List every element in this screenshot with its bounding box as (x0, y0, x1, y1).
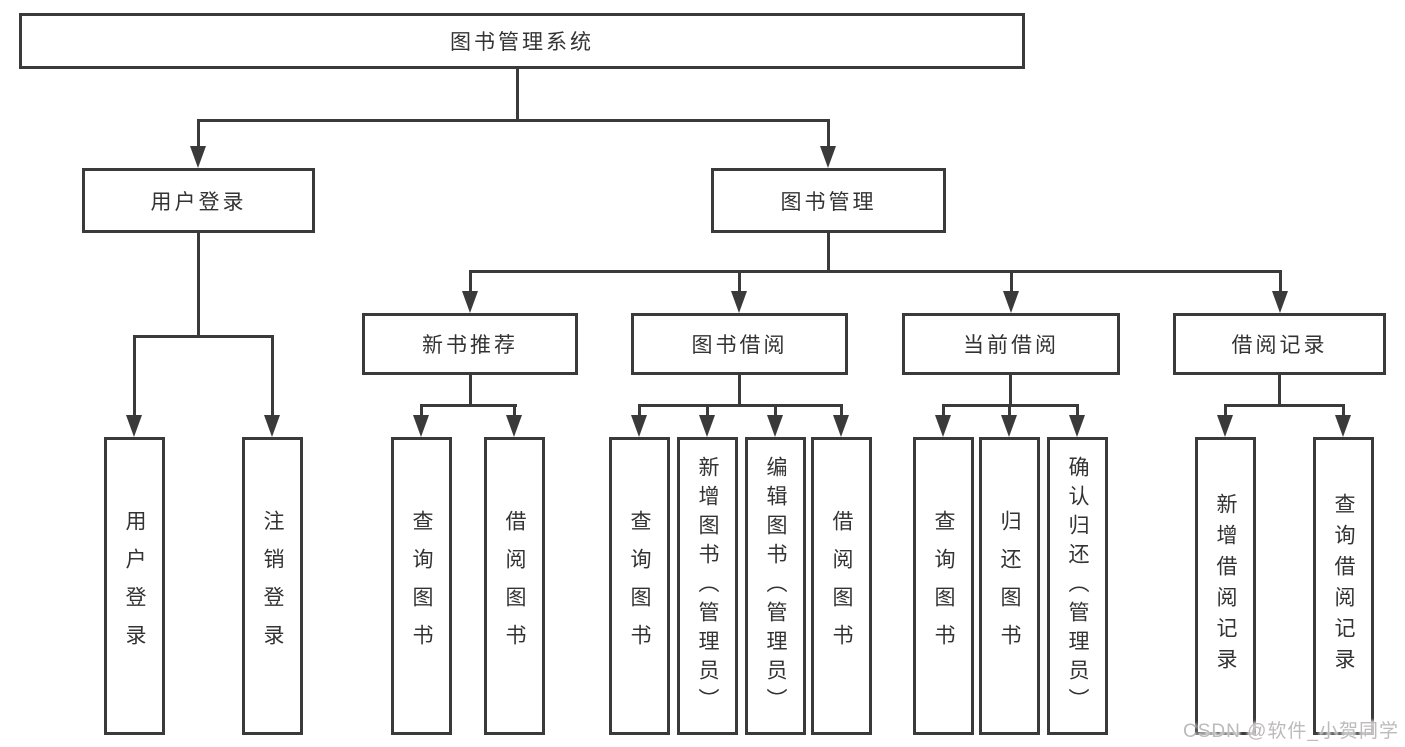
connector-line (513, 404, 516, 419)
node-label: 查询图书 (410, 510, 433, 662)
node-label: 新增图书（管理员） (696, 455, 719, 717)
connector-line (774, 404, 777, 419)
arrow-down-icon (1001, 415, 1017, 437)
node-label: 借阅图书 (503, 510, 526, 662)
leaf-return-books: 归还图书 (979, 437, 1040, 735)
arrow-down-icon (1217, 415, 1233, 437)
connector-line (469, 270, 1282, 273)
node-label: 借阅记录 (1231, 334, 1328, 357)
node-user-login: 用户登录 (82, 168, 315, 233)
node-label: 确认归还（管理员） (1066, 455, 1089, 717)
arrow-down-icon (731, 291, 747, 313)
connector-line (133, 335, 136, 417)
connector-line (638, 404, 843, 407)
connector-line (469, 270, 472, 295)
leaf-user-login: 用户登录 (104, 437, 165, 735)
connector-line (133, 335, 274, 338)
node-label: 用户登录 (123, 510, 146, 662)
node-label: 归还图书 (998, 510, 1021, 662)
connector-line (1010, 270, 1013, 295)
arrow-down-icon (833, 415, 849, 437)
arrow-down-icon (264, 415, 280, 437)
watermark: CSDN @软件_小贺同学 (1183, 721, 1399, 742)
connector-line (638, 404, 641, 419)
arrow-down-icon (1069, 415, 1085, 437)
node-label: 图书管理 (780, 190, 877, 214)
connector-line (420, 404, 423, 419)
node-root-system: 图书管理系统 (19, 13, 1025, 69)
node-label: 当前借阅 (963, 334, 1059, 357)
leaf-edit-books-admin: 编辑图书（管理员） (745, 437, 806, 735)
connector-line (197, 233, 200, 338)
arrow-down-icon (126, 415, 142, 437)
node-label: 注销登录 (261, 510, 284, 662)
connector-line (271, 335, 274, 417)
leaf-confirm-return-admin: 确认归还（管理员） (1047, 437, 1108, 735)
arrow-down-icon (1335, 415, 1351, 437)
node-label: 新增借阅记录 (1214, 493, 1237, 679)
leaf-query-books-recommend: 查询图书 (391, 437, 452, 735)
connector-line (840, 404, 843, 419)
arrow-down-icon (1272, 291, 1288, 313)
connector-line (1009, 375, 1012, 407)
arrow-down-icon (767, 415, 783, 437)
connector-line (469, 375, 472, 407)
node-current-borrow: 当前借阅 (902, 313, 1120, 375)
arrow-down-icon (820, 146, 836, 168)
connector-line (1342, 404, 1345, 419)
connector-line (1279, 270, 1282, 295)
connector-line (1278, 375, 1281, 407)
node-book-management: 图书管理 (711, 168, 946, 233)
node-label: 新书推荐 (422, 334, 518, 357)
arrow-down-icon (413, 415, 429, 437)
node-new-book-recommend: 新书推荐 (362, 313, 578, 375)
leaf-query-borrow-record: 查询借阅记录 (1313, 437, 1374, 735)
arrow-down-icon (190, 146, 206, 168)
arrow-down-icon (631, 415, 647, 437)
arrow-down-icon (506, 415, 522, 437)
arrow-down-icon (1003, 291, 1019, 313)
connector-line (738, 270, 741, 295)
connector-line (1224, 404, 1227, 419)
connector-line (706, 404, 709, 419)
leaf-borrow-books-recommend: 借阅图书 (484, 437, 545, 735)
connector-line (1076, 404, 1079, 419)
leaf-add-borrow-record: 新增借阅记录 (1195, 437, 1256, 735)
connector-line (420, 404, 517, 407)
node-label: 编辑图书（管理员） (764, 455, 787, 717)
node-label: 图书管理系统 (450, 31, 594, 54)
connector-line (738, 375, 741, 407)
leaf-add-books-admin: 新增图书（管理员） (677, 437, 738, 735)
leaf-borrow-books: 借阅图书 (811, 437, 872, 735)
leaf-query-books-current: 查询图书 (913, 437, 974, 735)
connector-line (516, 68, 519, 122)
leaf-query-books-borrow: 查询图书 (609, 437, 670, 735)
arrow-down-icon (935, 415, 951, 437)
node-label: 借阅图书 (830, 510, 853, 662)
node-label: 查询借阅记录 (1332, 493, 1355, 679)
connector-line (1224, 404, 1345, 407)
node-label: 图书借阅 (691, 334, 788, 357)
arrow-down-icon (699, 415, 715, 437)
connector-line (827, 233, 830, 273)
connector-line (1008, 404, 1011, 419)
connector-line (197, 119, 830, 122)
leaf-logout: 注销登录 (242, 437, 303, 735)
node-label: 查询图书 (932, 510, 955, 662)
node-label: 用户登录 (150, 190, 247, 214)
node-book-borrow: 图书借阅 (631, 313, 848, 375)
node-borrow-records: 借阅记录 (1173, 313, 1386, 375)
connector-line (827, 119, 830, 149)
arrow-down-icon (462, 291, 478, 313)
connector-line (197, 119, 200, 149)
connector-line (942, 404, 945, 419)
node-label: 查询图书 (628, 510, 651, 662)
